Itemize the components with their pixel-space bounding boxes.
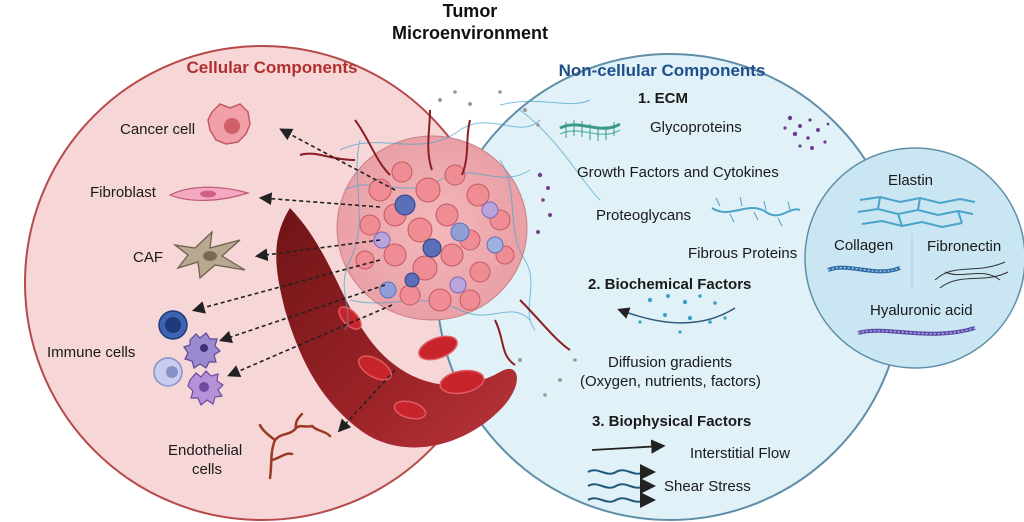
cytokine-dots-icon [783, 115, 830, 150]
title-line1: Tumor [443, 1, 498, 21]
cellular-heading: Cellular Components [187, 58, 358, 77]
hyaluronic-acid-icon [857, 326, 976, 336]
arrow-to-immune-3 [227, 304, 393, 378]
label-diffusion-line2: (Oxygen, nutrients, factors) [580, 373, 761, 390]
shear-stress-icon [587, 464, 656, 508]
label-hyaluronic-acid: Hyaluronic acid [870, 302, 973, 319]
label-collagen: Collagen [834, 237, 893, 254]
arrow-to-immune-1 [191, 259, 381, 314]
label-endothelial-line2: cells [192, 461, 222, 478]
fibronectin-icon [934, 261, 1009, 289]
interstitial-flow-icon [591, 439, 666, 454]
red-blood-cell [338, 306, 362, 330]
tumor-mass [299, 99, 601, 366]
vessel-branches [299, 109, 571, 366]
label-immune-cells: Immune cells [47, 344, 135, 361]
label-elastin: Elastin [888, 172, 933, 189]
arrow-to-cancer-cell [279, 128, 396, 191]
cancer-cell-icon [207, 103, 251, 145]
blood-vessel [276, 208, 517, 448]
label-fibronectin: Fibronectin [927, 238, 1001, 255]
immune-cells-in-tumor [373, 194, 504, 299]
arrow-to-immune-2 [218, 284, 386, 343]
arrow-to-fibroblast [258, 192, 381, 208]
immune-cells-icons [153, 310, 224, 406]
collagen-icon [827, 265, 901, 274]
biochemical-heading: 2. Biochemical Factors [588, 276, 751, 293]
title-line2: Microenvironment [392, 23, 548, 43]
glycoproteins-icon [559, 120, 621, 141]
fibrous-proteins-circle [804, 147, 1024, 369]
label-growth-factors: Growth Factors and Cytokines [577, 164, 779, 181]
diffusion-gradient-icon [617, 294, 736, 334]
noncellular-heading: Non-cellular Components [559, 61, 766, 80]
label-interstitial-flow: Interstitial Flow [690, 445, 790, 462]
scattered-factors [438, 90, 577, 397]
label-endothelial-line1: Endothelial [168, 442, 242, 459]
red-blood-cell [439, 369, 485, 395]
label-diffusion-line1: Diffusion gradients [608, 354, 732, 371]
elastin-icon [857, 195, 976, 229]
endothelial-cells-icon [258, 412, 332, 480]
caf-icon [172, 230, 246, 280]
label-proteoglycans: Proteoglycans [596, 207, 691, 224]
fibroblast-icon [168, 186, 251, 202]
label-fibroblast: Fibroblast [90, 184, 157, 201]
ecm-heading: 1. ECM [638, 90, 688, 107]
red-blood-cell [393, 400, 427, 420]
red-blood-cell [418, 335, 458, 361]
label-caf: CAF [133, 249, 163, 266]
proteoglycans-icon [711, 196, 801, 227]
biophysical-heading: 3. Biophysical Factors [592, 413, 751, 430]
red-blood-cell [358, 355, 392, 381]
label-shear-stress: Shear Stress [664, 478, 751, 495]
label-fibrous-proteins: Fibrous Proteins [688, 245, 797, 262]
label-glycoproteins: Glycoproteins [650, 119, 742, 136]
label-cancer-cell: Cancer cell [120, 121, 195, 138]
